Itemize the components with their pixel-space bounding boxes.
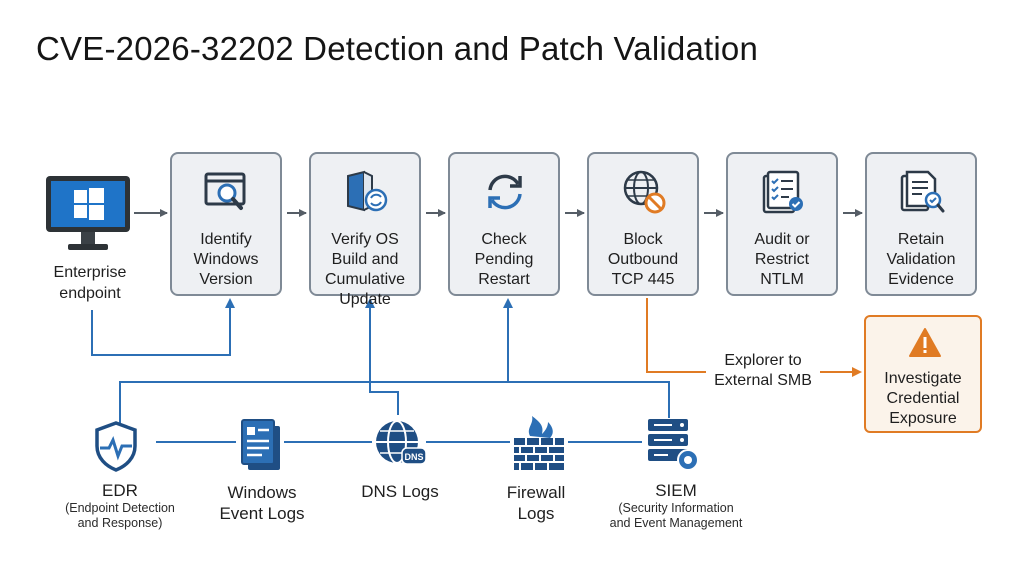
step-identify-windows-version[interactable]: Identify Windows Version [170, 152, 282, 296]
source-siem[interactable] [644, 416, 702, 472]
siem-title: SIEM [655, 481, 697, 500]
document-search-icon [900, 170, 945, 213]
edr-title: EDR [102, 481, 138, 500]
edge-label-line2: External SMB [714, 372, 812, 389]
bus-to-verify-build-line [365, 298, 399, 415]
step-verify-os-build[interactable]: Verify OS Build and Cumulative Update [309, 152, 421, 308]
checklist-icon [762, 170, 803, 214]
warning-icon [909, 328, 941, 357]
windows-monitor-icon [46, 176, 130, 250]
dns-badge-text: DNS [404, 452, 423, 462]
globe-blocked-icon [623, 170, 666, 214]
source-windows-event-logs-label: Windows Event Logs [198, 482, 326, 524]
dns-logs-title: DNS Logs [361, 482, 439, 501]
step-block-outbound-tcp445[interactable]: Block Outbound TCP 445 [587, 152, 699, 296]
step-check-pending-restart[interactable]: Check Pending Restart [448, 152, 560, 296]
step-label: Check Pending Restart [474, 231, 534, 288]
step-label: Identify Windows Version [193, 231, 259, 288]
enterprise-endpoint [44, 174, 134, 256]
firewall-title-line1: Firewall [506, 483, 566, 502]
server-gear-icon [648, 419, 699, 471]
source-firewall-logs-label: Firewall Logs [476, 482, 596, 524]
investigate-credential-exposure-box[interactable]: Investigate Credential Exposure [864, 315, 982, 433]
source-windows-event-logs[interactable] [238, 418, 284, 472]
block-to-explorer-line [646, 298, 706, 373]
endpoint-label: Enterprise endpoint [30, 262, 150, 304]
endpoint-to-identify-line [91, 298, 235, 356]
source-siem-label: SIEM (Security Information and Event Man… [596, 480, 756, 531]
bus-to-siem-line [508, 381, 670, 418]
update-sync-icon [347, 170, 388, 212]
firewall-title-line2: Logs [517, 504, 555, 523]
alert-edge-label: Explorer to External SMB [698, 351, 828, 391]
bus-to-check-restart-line [119, 298, 513, 425]
siem-subtitle-line2: and Event Management [609, 516, 743, 530]
step-label: Retain Validation Evidence [886, 231, 956, 288]
telemetry-lines [91, 298, 670, 443]
source-edr[interactable] [92, 420, 140, 472]
step-label: Verify OS Build and Cumulative Update [324, 231, 406, 308]
investigate-label: Investigate Credential Exposure [884, 370, 962, 427]
event-logs-title-line1: Windows [227, 483, 297, 502]
dns-globe-icon: DNS [376, 420, 427, 465]
shield-pulse-icon [95, 421, 137, 472]
endpoint-label-line2: endpoint [59, 285, 121, 302]
page-title: CVE-2026-32202 Detection and Patch Valid… [36, 30, 759, 67]
source-dns-logs-label: DNS Logs [340, 481, 460, 502]
restart-arrows-icon [488, 174, 522, 210]
firewall-icon [514, 416, 564, 470]
source-firewall-logs[interactable] [510, 414, 568, 472]
event-log-icon [241, 419, 280, 470]
source-dns-logs[interactable]: DNS [372, 418, 428, 470]
edr-subtitle-line2: and Response) [77, 516, 163, 530]
alert-path [646, 298, 862, 377]
event-logs-title-line2: Event Logs [219, 504, 305, 523]
siem-subtitle-line1: (Security Information [618, 501, 734, 515]
edge-label-line1: Explorer to [724, 352, 802, 369]
edr-subtitle-line1: (Endpoint Detection [65, 501, 175, 515]
step-retain-validation-evidence[interactable]: Retain Validation Evidence [865, 152, 977, 296]
step-label: Block Outbound TCP 445 [607, 231, 679, 288]
step-audit-restrict-ntlm[interactable]: Audit or Restrict NTLM [726, 152, 838, 296]
source-edr-label: EDR (Endpoint Detection and Response) [40, 480, 200, 531]
endpoint-label-line1: Enterprise [53, 264, 127, 281]
step-label: Audit or Restrict NTLM [754, 231, 810, 288]
window-search-icon [204, 172, 246, 210]
